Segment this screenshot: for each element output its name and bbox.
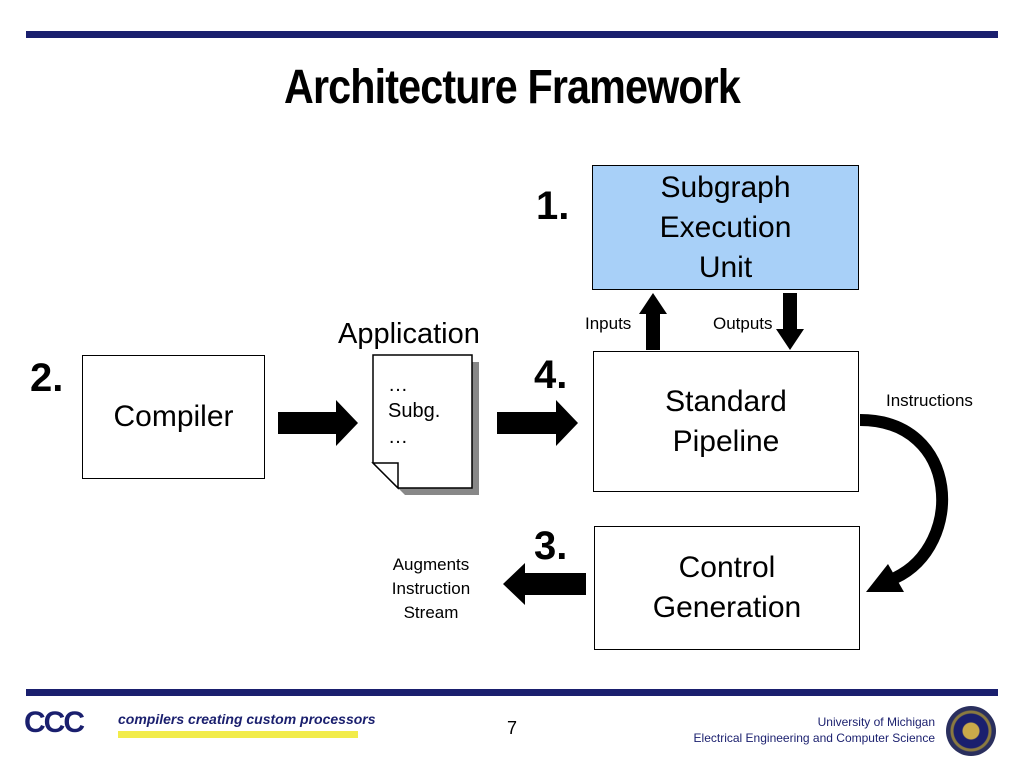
top-rule (26, 31, 998, 38)
inputs-label: Inputs (585, 314, 632, 333)
augments-label: Augments Instruction Stream (391, 555, 471, 622)
bottom-rule (26, 689, 998, 696)
application-document-icon (371, 354, 479, 495)
subgraph-execution-unit-box: Subgraph Execution Unit (592, 165, 859, 290)
app-to-pipeline-arrow (497, 400, 578, 446)
step-number-4: 4. (534, 353, 568, 397)
footer-tagline: compilers creating custom processors (118, 711, 376, 727)
control-label: Control Generation (652, 551, 802, 624)
tagline-underline (118, 731, 358, 738)
application-label: Application (338, 318, 480, 350)
instructions-curved-arrow (859, 414, 949, 592)
inputs-up-arrow (639, 293, 667, 350)
pipeline-label: Standard Pipeline (665, 384, 787, 458)
compiler-box: Compiler (82, 355, 265, 479)
outputs-label: Outputs (713, 314, 773, 333)
compiler-label: Compiler (113, 400, 234, 433)
university-seal-icon (946, 706, 996, 756)
control-generation-box: Control Generation (594, 526, 860, 650)
augments-left-arrow (503, 563, 586, 605)
step-number-2: 2. (30, 356, 64, 400)
instructions-label: Instructions (886, 391, 973, 410)
university-name: University of Michigan (817, 715, 935, 729)
outputs-down-arrow (776, 293, 804, 350)
document-contents: … Subg. … (388, 374, 441, 448)
standard-pipeline-box: Standard Pipeline (593, 351, 859, 492)
ccc-logo: CCC (24, 706, 85, 739)
step-number-3: 3. (534, 524, 568, 568)
slide-title: Architecture Framework (284, 61, 741, 114)
compiler-to-app-arrow (278, 400, 358, 446)
seu-label: Subgraph Execution Unit (659, 170, 792, 284)
department-name: Electrical Engineering and Computer Scie… (693, 731, 935, 745)
step-number-1: 1. (536, 184, 570, 228)
page-number: 7 (506, 718, 517, 738)
